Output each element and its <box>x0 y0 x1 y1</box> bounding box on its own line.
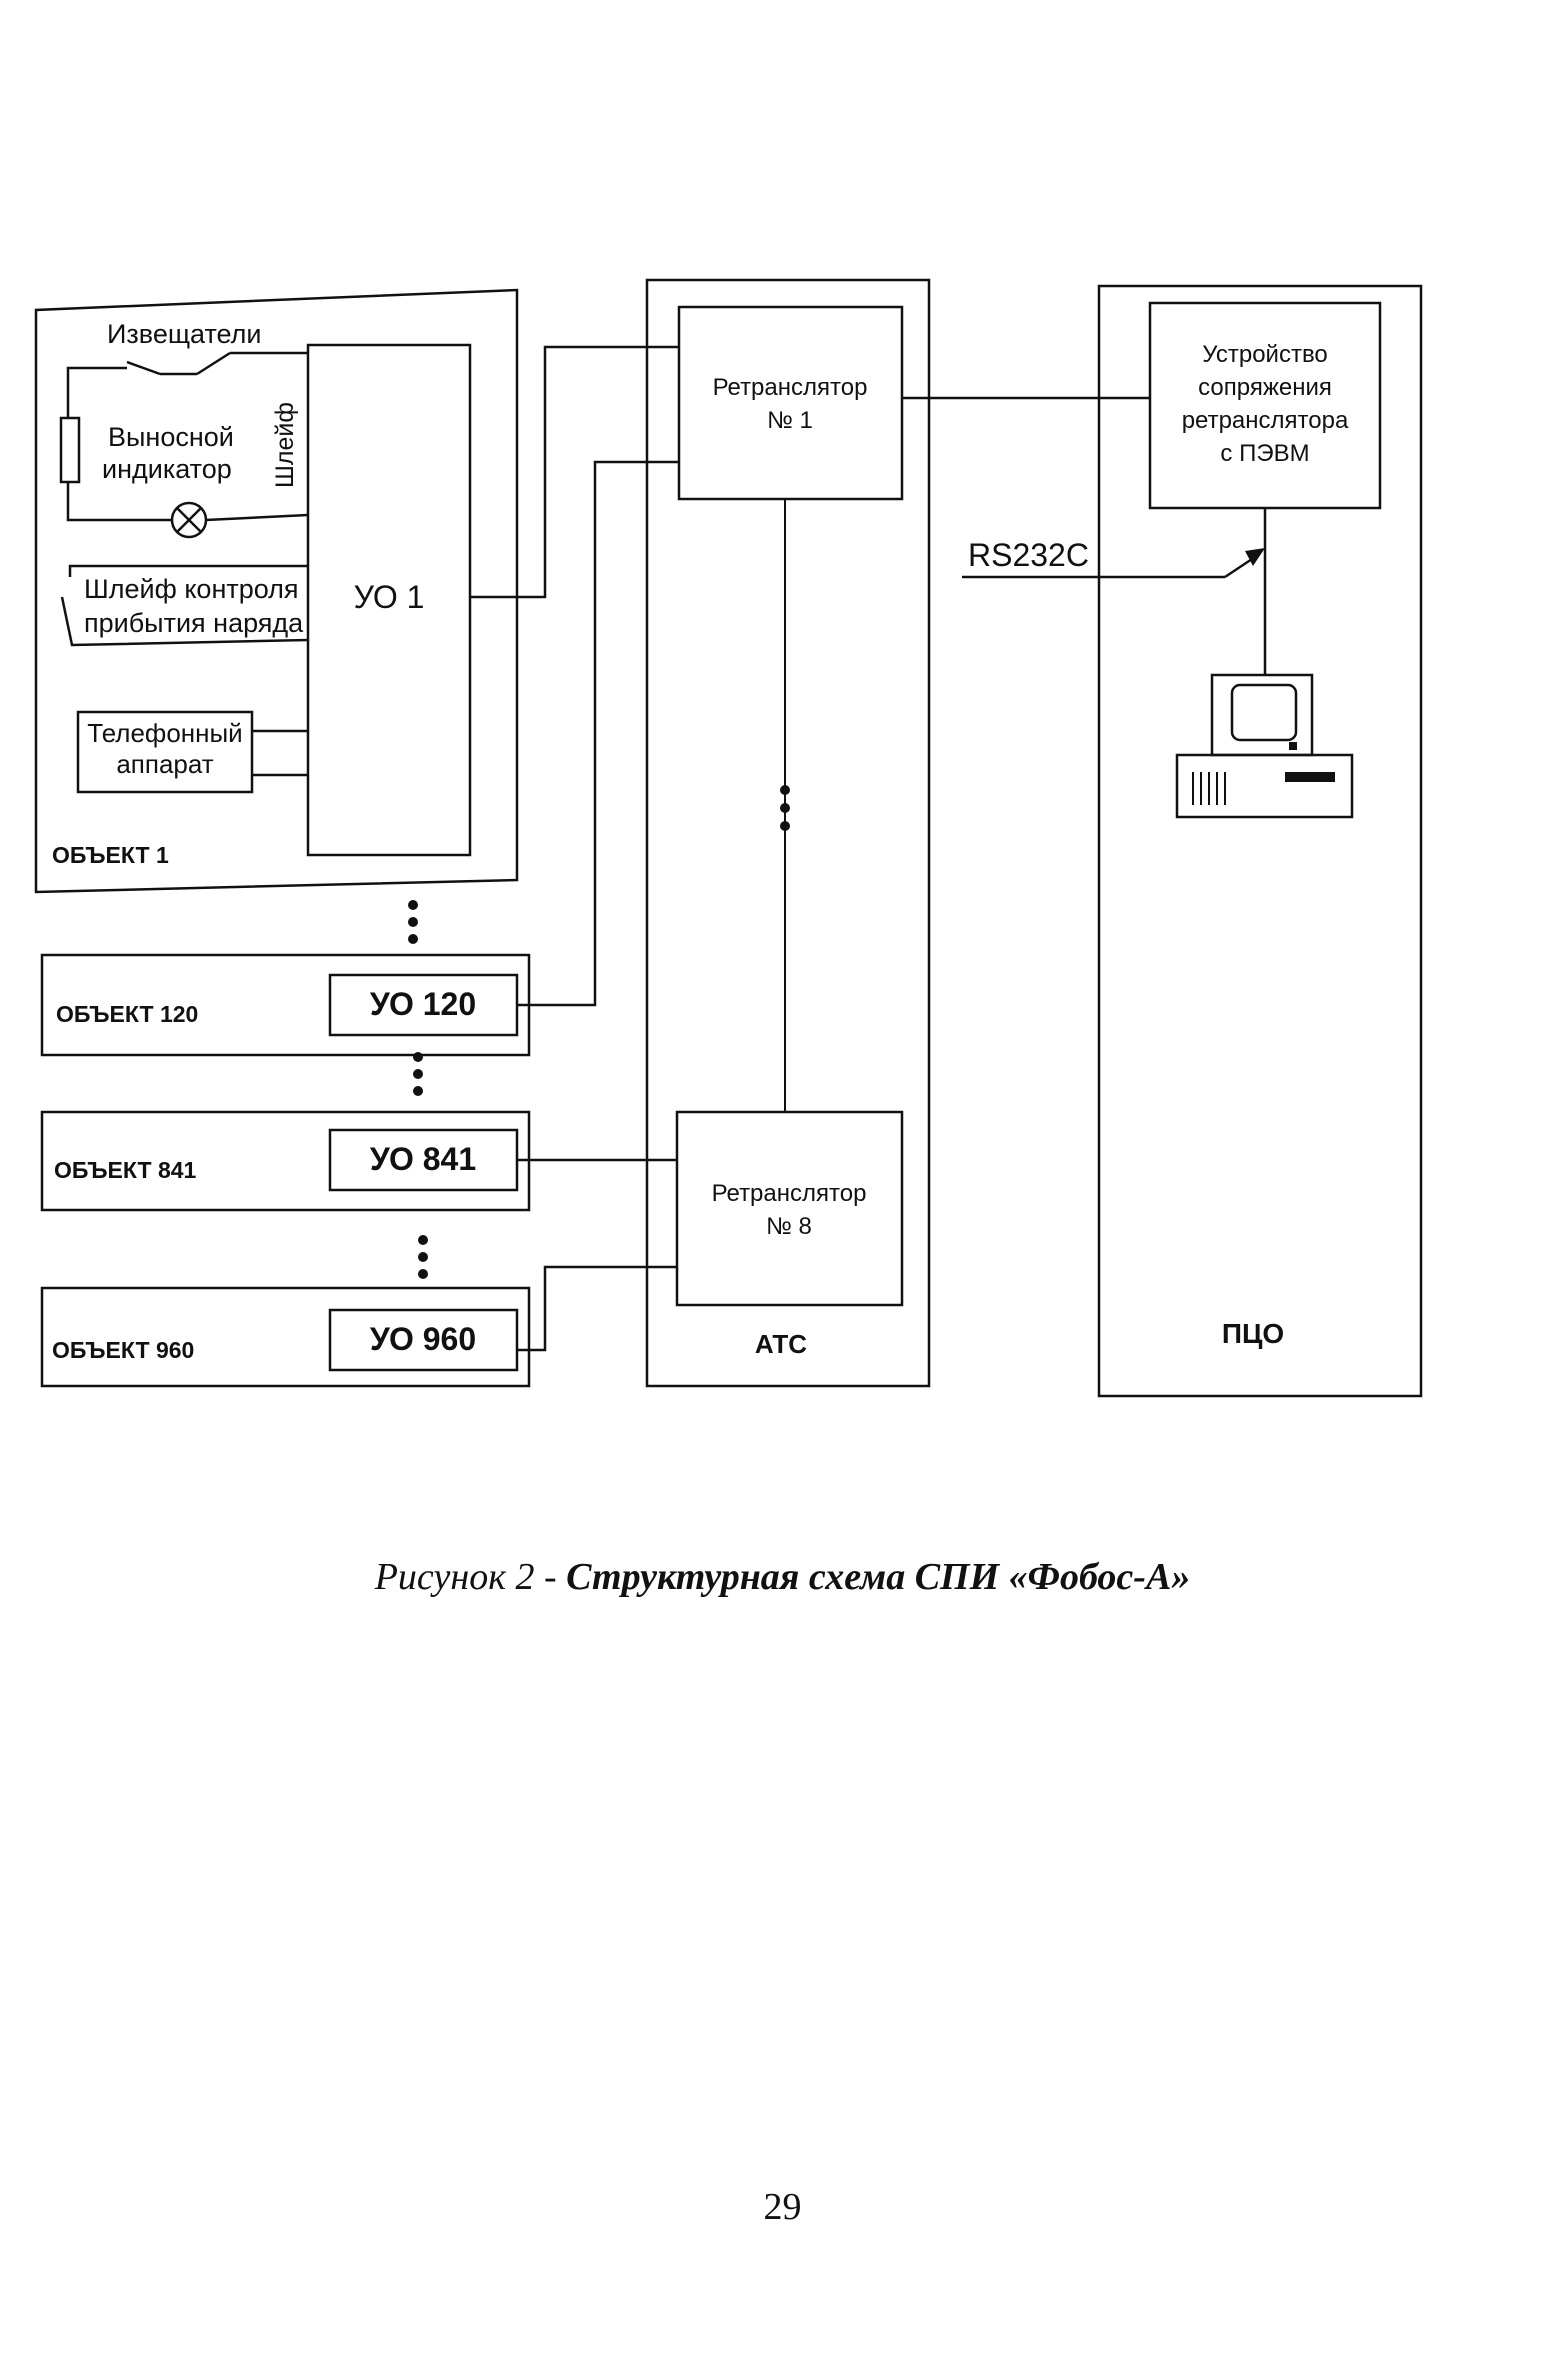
indicator-to-uo1-wire <box>205 513 309 522</box>
object-841-label: ОБЪЕКТ 841 <box>54 1157 197 1183</box>
detectors-loop-left <box>66 366 127 418</box>
caption-title: Структурная схема СПИ «Фобос-А» <box>566 1556 1191 1598</box>
caption-prefix: Рисунок 2 - <box>374 1556 567 1598</box>
repeater-8-box <box>675 1110 904 1307</box>
pc-vents <box>1192 772 1226 805</box>
interface-device-label-4: с ПЭВМ <box>1220 440 1309 467</box>
patrol-loop-label-2: прибытия наряда <box>84 608 304 638</box>
page-number: 29 <box>763 2186 802 2228</box>
patrol-loop-top <box>68 564 308 577</box>
interface-device-label-3: ретранслятора <box>1182 407 1349 434</box>
repeater-1-label-1: Ретранслятор <box>713 374 868 401</box>
object-841-group: УО 841 ОБЪЕКТ 841 <box>40 1110 531 1212</box>
lamp-cross-b <box>176 507 202 533</box>
interface-device-label-2: сопряжения <box>1198 374 1332 401</box>
detector-switch-2 <box>126 360 161 376</box>
uo-960-box <box>328 1308 519 1372</box>
pc-icon <box>1175 673 1354 819</box>
rs232-arrowhead <box>1245 548 1265 566</box>
figure-caption: Рисунок 2 - Структурная схема СПИ «Фобос… <box>0 1555 1565 1599</box>
object-ellipsis-1 <box>408 900 418 944</box>
rs232-link: RS232C <box>962 537 1265 579</box>
object-1-group: УО 1 Извещатели Выносной индикатор Шлейф… <box>34 288 519 894</box>
pco-label: ПЦО <box>1222 1318 1284 1349</box>
rs232-label: RS232C <box>968 537 1089 573</box>
repeater-1-label-2: № 1 <box>767 407 813 434</box>
pc-power-led <box>1289 742 1297 750</box>
remote-indicator-label-1: Выносной <box>108 422 234 452</box>
patrol-loop-bottom <box>60 596 309 647</box>
uo-120-label: УО 120 <box>370 986 476 1022</box>
repeater-ellipsis <box>780 785 790 831</box>
object-1-label: ОБЪЕКТ 1 <box>52 842 169 868</box>
telephone-label-2: аппарат <box>116 749 213 779</box>
ats-label: АТС <box>755 1329 807 1359</box>
edge-uo960-repeater8 <box>517 1265 677 1352</box>
repeater-8-label-1: Ретранслятор <box>712 1180 867 1207</box>
object-1-frame <box>34 288 519 894</box>
pco-group: Устройство сопряжения ретранслятора с ПЭ… <box>1097 284 1423 1398</box>
object-120-group: УО 120 ОБЪЕКТ 120 <box>40 953 531 1057</box>
pc-drive-slot <box>1285 772 1335 782</box>
ats-group: Ретранслятор № 1 Ретранслятор № 8 АТС <box>645 278 931 1388</box>
pco-frame <box>1097 284 1423 1398</box>
repeater-1-box <box>677 305 904 501</box>
pc-system-unit <box>1175 753 1354 819</box>
uo-841-label: УО 841 <box>370 1141 476 1177</box>
loop-label: Шлейф <box>271 402 299 488</box>
object-960-label: ОБЪЕКТ 960 <box>52 1337 194 1363</box>
interface-device-label-1: Устройство <box>1202 341 1328 368</box>
object-ellipsis-3 <box>418 1235 428 1279</box>
edge-uo120-repeater1 <box>517 460 679 1007</box>
uo-1-box <box>306 343 472 857</box>
object-960-frame <box>40 1286 531 1388</box>
pc-monitor-screen <box>1230 683 1298 742</box>
detectors-label: Извещатели <box>107 319 262 349</box>
uo-1-label: УО 1 <box>354 579 425 615</box>
remote-indicator-label-2: индикатор <box>102 454 232 484</box>
telephone-box <box>76 710 254 794</box>
edge-uo1-repeater1 <box>470 345 679 599</box>
interface-device-box <box>1148 301 1382 510</box>
object-120-label: ОБЪЕКТ 120 <box>56 1001 198 1027</box>
patrol-loop-label-1: Шлейф контроля <box>84 574 299 604</box>
remote-indicator-element <box>59 416 81 484</box>
detector-switch-1 <box>196 351 231 376</box>
repeater-8-label-2: № 8 <box>766 1213 812 1240</box>
ats-frame <box>645 278 931 1388</box>
object-ellipsis-2 <box>413 1052 423 1096</box>
object-960-group: УО 960 ОБЪЕКТ 960 <box>40 1286 531 1388</box>
uo-960-label: УО 960 <box>370 1321 476 1357</box>
indicator-lamp-wire <box>66 482 172 522</box>
telephone-label-1: Телефонный <box>87 718 242 748</box>
